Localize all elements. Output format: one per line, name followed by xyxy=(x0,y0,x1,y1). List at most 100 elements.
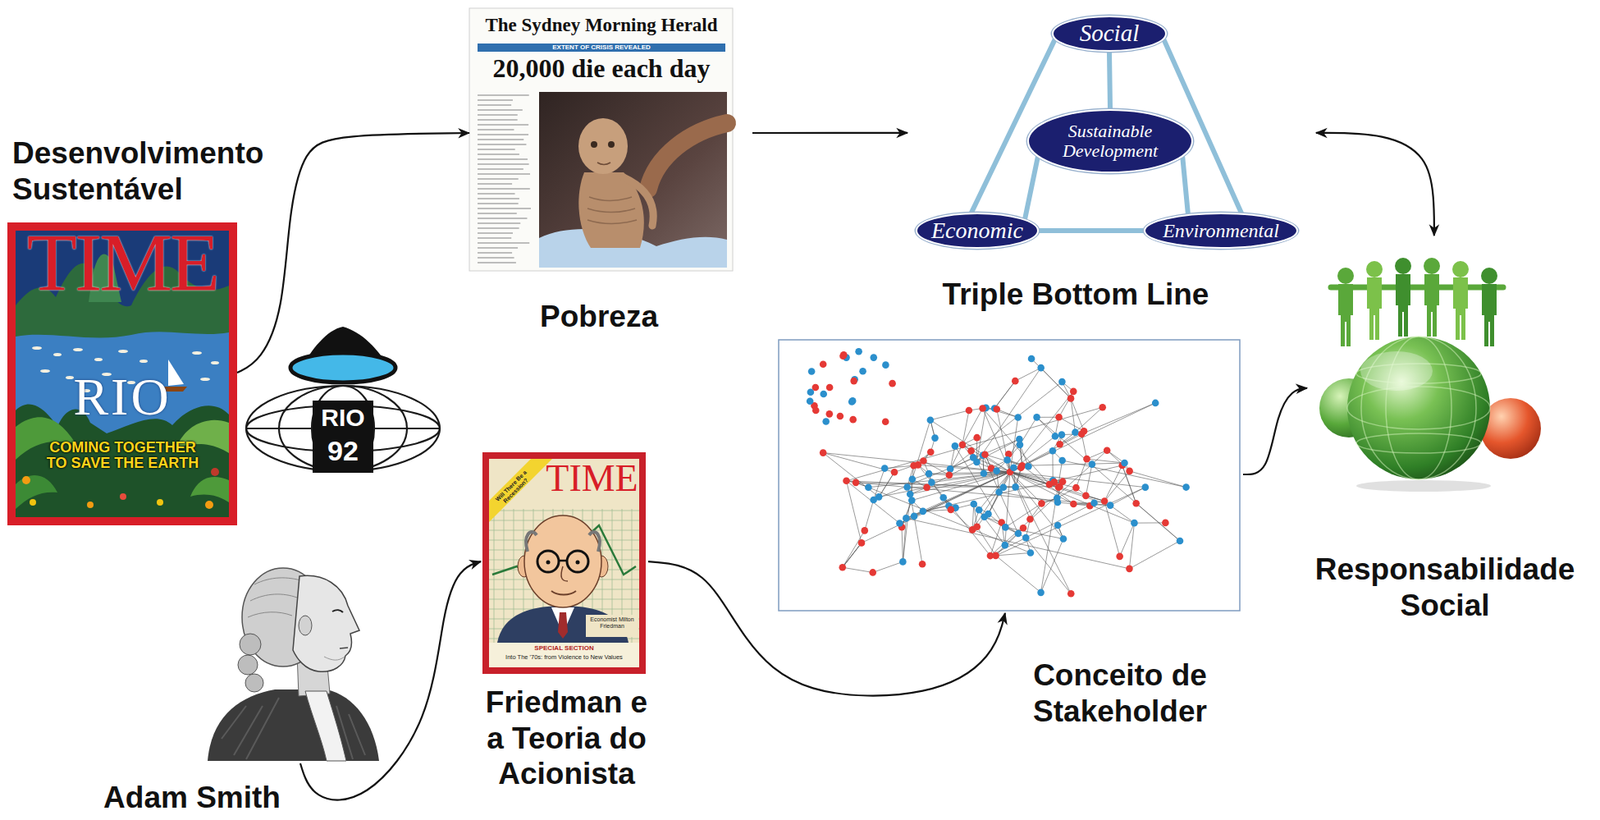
picture-text: 92 xyxy=(312,436,374,465)
magazine-cover xyxy=(551,590,576,595)
network-graph xyxy=(819,448,828,457)
network-graph xyxy=(1122,465,1137,503)
globe-picture xyxy=(1337,267,1354,284)
network-graph xyxy=(864,499,874,531)
network-graph xyxy=(919,507,928,516)
magazine-cover xyxy=(557,612,568,639)
network-graph xyxy=(1088,460,1097,468)
rio92-logo xyxy=(290,352,396,383)
network-graph xyxy=(946,465,955,473)
network-graph xyxy=(962,407,983,444)
network-graph xyxy=(923,465,1123,512)
network-graph xyxy=(908,496,916,504)
network-graph xyxy=(1129,470,1187,488)
magazine-cover xyxy=(210,467,220,476)
network-graph xyxy=(1058,430,1066,439)
network-graph xyxy=(839,563,847,572)
globe-picture xyxy=(1347,336,1491,480)
network-graph xyxy=(822,417,830,426)
picture-text: EXTENT OF CRISIS REVEALED xyxy=(477,44,726,51)
ellipse-node: Environmental xyxy=(1142,210,1300,251)
network-graph xyxy=(1081,434,1087,459)
network-graph xyxy=(1010,471,1064,539)
network-graph xyxy=(1072,484,1080,492)
magazine-cover xyxy=(22,475,31,485)
network-graph xyxy=(873,438,1020,500)
node-caption: Friedman e a Teoria do Acionista xyxy=(478,684,655,792)
network-graph xyxy=(992,466,1001,475)
network-graph xyxy=(975,506,983,514)
chart-grid xyxy=(489,508,640,643)
network-graph xyxy=(909,471,1011,494)
network-graph xyxy=(978,404,987,412)
network-graph xyxy=(888,379,896,388)
portrait xyxy=(298,615,312,636)
newspaper-column xyxy=(477,217,527,220)
newspaper-column xyxy=(477,242,530,244)
network-graph xyxy=(1037,589,1045,597)
network-graph xyxy=(959,441,967,449)
magazine-cover xyxy=(53,352,62,357)
network-graph xyxy=(846,480,862,544)
newspaper-column xyxy=(477,256,515,259)
magazine-cover xyxy=(7,222,238,526)
network-graph xyxy=(869,496,878,504)
network-graph xyxy=(1058,378,1066,386)
newspaper-column xyxy=(477,138,524,141)
globe-picture xyxy=(1423,257,1440,275)
arrow-connector xyxy=(648,561,1006,695)
network-graph xyxy=(1120,522,1135,557)
newspaper-column xyxy=(477,128,514,131)
network-graph xyxy=(1041,538,1064,592)
node-caption: Desenvolvimento Sustentável xyxy=(12,135,264,207)
network-graph xyxy=(931,482,949,507)
network-graph xyxy=(849,397,857,405)
magazine-cover xyxy=(589,531,600,552)
network-graph xyxy=(1037,499,1046,508)
network-graph xyxy=(819,390,828,398)
newspaper-column xyxy=(477,192,516,195)
network-graph xyxy=(927,438,1020,488)
network-graph xyxy=(1101,497,1109,505)
newspaper-column xyxy=(477,261,517,264)
network-graph xyxy=(1010,450,1053,472)
triangle-group: Triple Bottom LineSocialSustainable Deve… xyxy=(909,8,1305,256)
globe-picture xyxy=(1394,257,1412,275)
globe-picture xyxy=(1330,284,1504,291)
triangle-link xyxy=(1109,52,1111,109)
network-graph xyxy=(969,500,978,508)
network-graph xyxy=(1027,548,1035,557)
newspaper xyxy=(578,118,628,174)
globe-picture xyxy=(1338,283,1354,347)
network-graph xyxy=(930,420,1011,472)
network-graph xyxy=(822,452,895,473)
network-graph xyxy=(896,519,904,527)
network-graph xyxy=(869,353,878,362)
network-graph xyxy=(1090,499,1098,508)
ellipse-shape xyxy=(1028,109,1193,173)
portrait xyxy=(247,577,304,618)
magazine-cover xyxy=(525,531,537,552)
magazine-cover xyxy=(139,359,148,363)
network-graph xyxy=(990,464,1093,556)
rio92-logo xyxy=(290,326,396,473)
network-graph xyxy=(939,493,947,502)
globe-picture xyxy=(1361,336,1477,480)
network-graph xyxy=(1005,471,1011,545)
network-graph xyxy=(1022,465,1075,504)
portrait xyxy=(332,609,343,613)
network-graph xyxy=(999,491,1058,502)
magazine-cover xyxy=(546,560,551,565)
network-graph xyxy=(1142,483,1150,491)
ellipse-shape xyxy=(1142,211,1300,251)
network-graph xyxy=(909,475,917,484)
node-caption: Conceito de Stakeholder xyxy=(1028,657,1212,729)
network-graph xyxy=(1104,501,1120,557)
network-graph xyxy=(1011,377,1020,385)
network-graph xyxy=(1120,459,1129,467)
picture-node: Responsabilidade Social xyxy=(1308,237,1539,493)
network-picture xyxy=(778,339,1240,611)
network-graph xyxy=(1132,499,1140,508)
